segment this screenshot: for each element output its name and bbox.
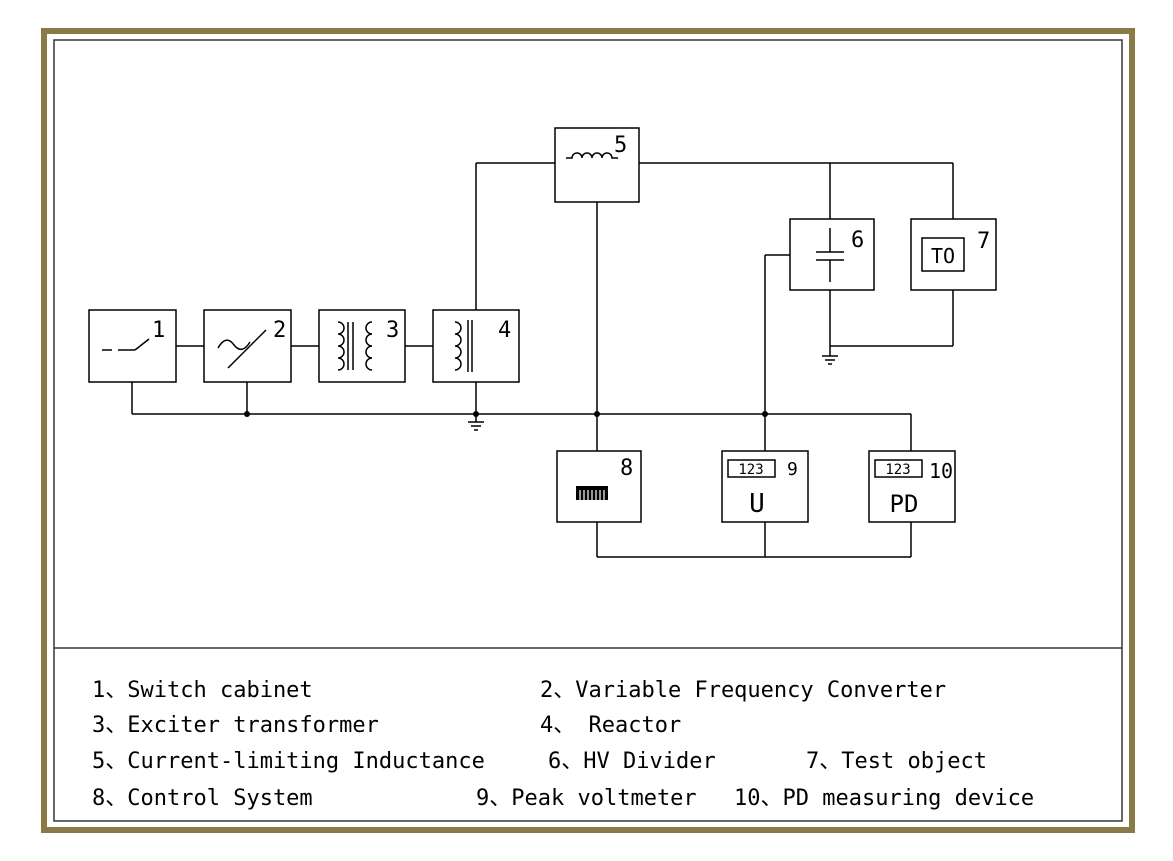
legend-item-8: 8、Control System <box>92 786 313 811</box>
ground-symbol <box>822 355 838 365</box>
component-box-8: 8 <box>556 450 642 523</box>
component-box-10: 123 10 PD <box>868 450 956 523</box>
switch-icon <box>102 338 150 351</box>
test-object-icon <box>921 237 965 272</box>
display-icon <box>727 459 776 478</box>
component-box-4: 4 <box>432 309 520 383</box>
legend-item-2: 2、Variable Frequency Converter <box>540 678 946 703</box>
legend-item-5: 5、Current-limiting Inductance <box>92 749 485 774</box>
component-box-5: 5 <box>554 127 640 203</box>
component-box-9: 123 9 U <box>721 450 809 523</box>
transformer-icon <box>337 321 373 371</box>
frequency-converter-icon <box>217 329 267 369</box>
component-number: 3 <box>386 318 399 343</box>
inner-frame <box>53 39 1123 822</box>
voltmeter-symbol: U <box>749 489 765 519</box>
junction-dot <box>473 411 479 417</box>
meter-display-text: 123 <box>738 462 763 478</box>
component-number: 1 <box>152 318 165 343</box>
junction-dot <box>762 411 768 417</box>
junction-dot <box>244 411 250 417</box>
control-panel-icon <box>576 486 608 500</box>
display-icon <box>874 459 923 478</box>
legend: 1、Switch cabinet 2、Variable Frequency Co… <box>92 678 1034 811</box>
component-number: 4 <box>498 318 511 343</box>
component-number: 9 <box>787 459 798 480</box>
component-box-3: 3 <box>318 309 406 383</box>
meter-display-text: 123 <box>885 462 910 478</box>
component-number: 5 <box>614 133 627 158</box>
test-object-label: TO <box>931 244 955 268</box>
legend-item-9: 9、Peak voltmeter <box>476 786 697 811</box>
component-box-2: 2 <box>203 309 292 383</box>
pd-symbol: PD <box>890 490 919 518</box>
inductor-icon <box>566 152 618 159</box>
component-number: 2 <box>273 318 286 343</box>
legend-item-1: 1、Switch cabinet <box>92 678 313 703</box>
ground-symbol <box>468 421 484 431</box>
legend-item-3: 3、Exciter transformer <box>92 713 379 738</box>
legend-item-10: 10、PD measuring device <box>734 786 1034 811</box>
legend-item-6: 6、HV Divider <box>548 749 716 774</box>
component-box-1: 1 <box>88 309 177 383</box>
component-box-6: 6 <box>789 218 875 291</box>
component-box-7: TO 7 <box>910 218 997 291</box>
junction-dot <box>594 411 600 417</box>
capacitor-icon <box>816 228 844 282</box>
legend-item-7: 7、Test object <box>806 749 987 774</box>
component-number: 6 <box>851 228 864 253</box>
component-number: 8 <box>620 456 633 481</box>
component-number: 7 <box>977 229 990 254</box>
reactor-icon <box>454 320 473 372</box>
legend-item-4: 4、 Reactor <box>540 713 681 738</box>
component-number: 10 <box>929 459 953 483</box>
